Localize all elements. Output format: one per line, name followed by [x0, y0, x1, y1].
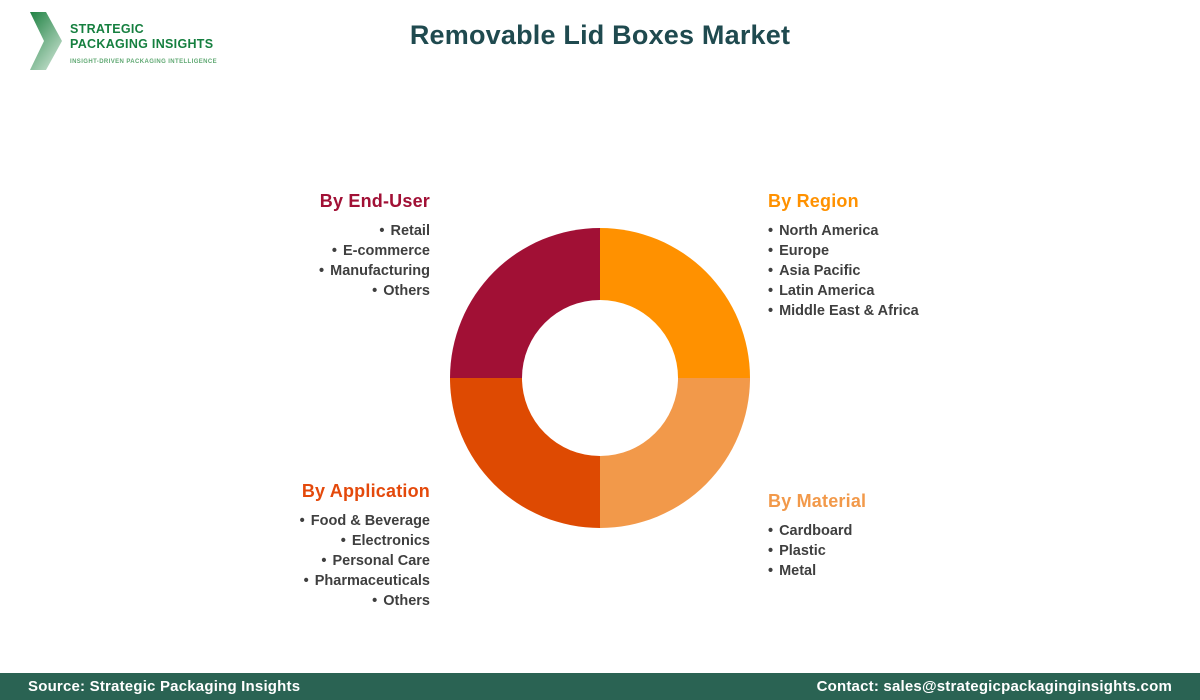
bullet-icon: •	[372, 593, 378, 609]
list-item: • Latin America	[768, 281, 919, 301]
group-list-region: • North America • Europe • Asia Pacific • Latin…	[768, 221, 919, 321]
list-item-label: E-commerce	[342, 243, 430, 259]
list-item: • Others	[319, 281, 430, 301]
list-item-label: Metal	[779, 563, 817, 579]
group-heading-material: By Material	[768, 491, 867, 511]
logo-text: STRATEGIC PACKAGING INSIGHTS INSIGHT-DRI…	[70, 10, 217, 65]
bullet-icon: •	[768, 563, 774, 579]
list-item: • Europe	[768, 241, 919, 261]
footer-contact: Contact: sales@strategicpackaginginsight…	[816, 678, 1172, 695]
group-heading-region: By Region	[768, 191, 859, 211]
list-item: • Personal Care	[300, 551, 430, 571]
list-item-label: Manufacturing	[330, 263, 430, 279]
list-item: • North America	[768, 221, 919, 241]
list-item-label: Retail	[390, 223, 431, 239]
list-item-label: Electronics	[351, 533, 430, 549]
list-item-label: Cardboard	[779, 523, 853, 539]
list-item: • Electronics	[300, 531, 430, 551]
group-list-material: • Cardboard • Plastic • Metal	[768, 521, 866, 581]
list-item: • Pharmaceuticals	[300, 571, 430, 591]
bullet-icon: •	[768, 263, 774, 279]
bullet-icon: •	[299, 513, 305, 529]
logo-tagline: INSIGHT-DRIVEN PACKAGING INTELLIGENCE	[70, 59, 218, 65]
list-item-label: Others	[383, 593, 430, 609]
logo: STRATEGIC PACKAGING INSIGHTS INSIGHT-DRI…	[30, 10, 217, 70]
bullet-icon: •	[768, 523, 774, 539]
bullet-icon: •	[379, 223, 385, 239]
list-item-label: Food & Beverage	[310, 513, 430, 529]
list-item: • Asia Pacific	[768, 261, 919, 281]
footer-source: Source: Strategic Packaging Insights	[28, 678, 301, 695]
list-item: • Middle East & Africa	[768, 301, 919, 321]
bullet-icon: •	[768, 243, 774, 259]
segment-group-end-user: By End-User • Retail • E-commerce • Manufactu…	[319, 191, 430, 301]
list-item: • Plastic	[768, 541, 866, 561]
logo-chevron-icon	[30, 12, 62, 70]
segment-group-application: By Application • Food & Beverage • Electron…	[300, 481, 430, 611]
donut-chart	[450, 228, 750, 528]
list-item: • Metal	[768, 561, 866, 581]
list-item: • Manufacturing	[319, 261, 430, 281]
list-item-label: Latin America	[779, 283, 875, 299]
list-item-label: Pharmaceuticals	[314, 573, 430, 589]
list-item-label: Asia Pacific	[779, 263, 861, 279]
logo-line-2: PACKAGING INSIGHTS	[70, 37, 214, 51]
list-item: • Food & Beverage	[300, 511, 430, 531]
bullet-icon: •	[372, 283, 378, 299]
segment-group-material: By Material • Cardboard • Plastic • Metal	[768, 491, 866, 581]
bullet-icon: •	[768, 283, 774, 299]
bullet-icon: •	[768, 223, 774, 239]
list-item-label: Personal Care	[332, 553, 430, 569]
bullet-icon: •	[319, 263, 325, 279]
bullet-icon: •	[303, 573, 309, 589]
page-title: Removable Lid Boxes Market	[409, 20, 791, 50]
list-item: • Retail	[319, 221, 430, 241]
logo-line-1: STRATEGIC	[70, 22, 144, 36]
list-item: • E-commerce	[319, 241, 430, 261]
list-item-label: Plastic	[779, 543, 826, 559]
bullet-icon: •	[321, 553, 327, 569]
bullet-icon: •	[768, 303, 774, 319]
list-item-label: Others	[383, 283, 430, 299]
bullet-icon: •	[331, 243, 337, 259]
footer-bar: Source: Strategic Packaging Insights Con…	[0, 673, 1200, 700]
list-item-label: Middle East & Africa	[779, 303, 919, 319]
group-heading-end-user: By End-User	[319, 191, 430, 211]
segment-group-region: By Region • North America • Europe • Asia Pac…	[768, 191, 919, 321]
group-list-end-user: • Retail • E-commerce • Manufacturing • Others	[319, 221, 430, 301]
donut-hole	[522, 300, 678, 456]
list-item: • Cardboard	[768, 521, 866, 541]
list-item-label: North America	[779, 223, 879, 239]
bullet-icon: •	[340, 533, 346, 549]
list-item: • Others	[300, 591, 430, 611]
list-item-label: Europe	[779, 243, 830, 259]
bullet-icon: •	[768, 543, 774, 559]
group-heading-application: By Application	[301, 481, 430, 501]
group-list-application: • Food & Beverage • Electronics • Personal Ca…	[300, 511, 430, 611]
